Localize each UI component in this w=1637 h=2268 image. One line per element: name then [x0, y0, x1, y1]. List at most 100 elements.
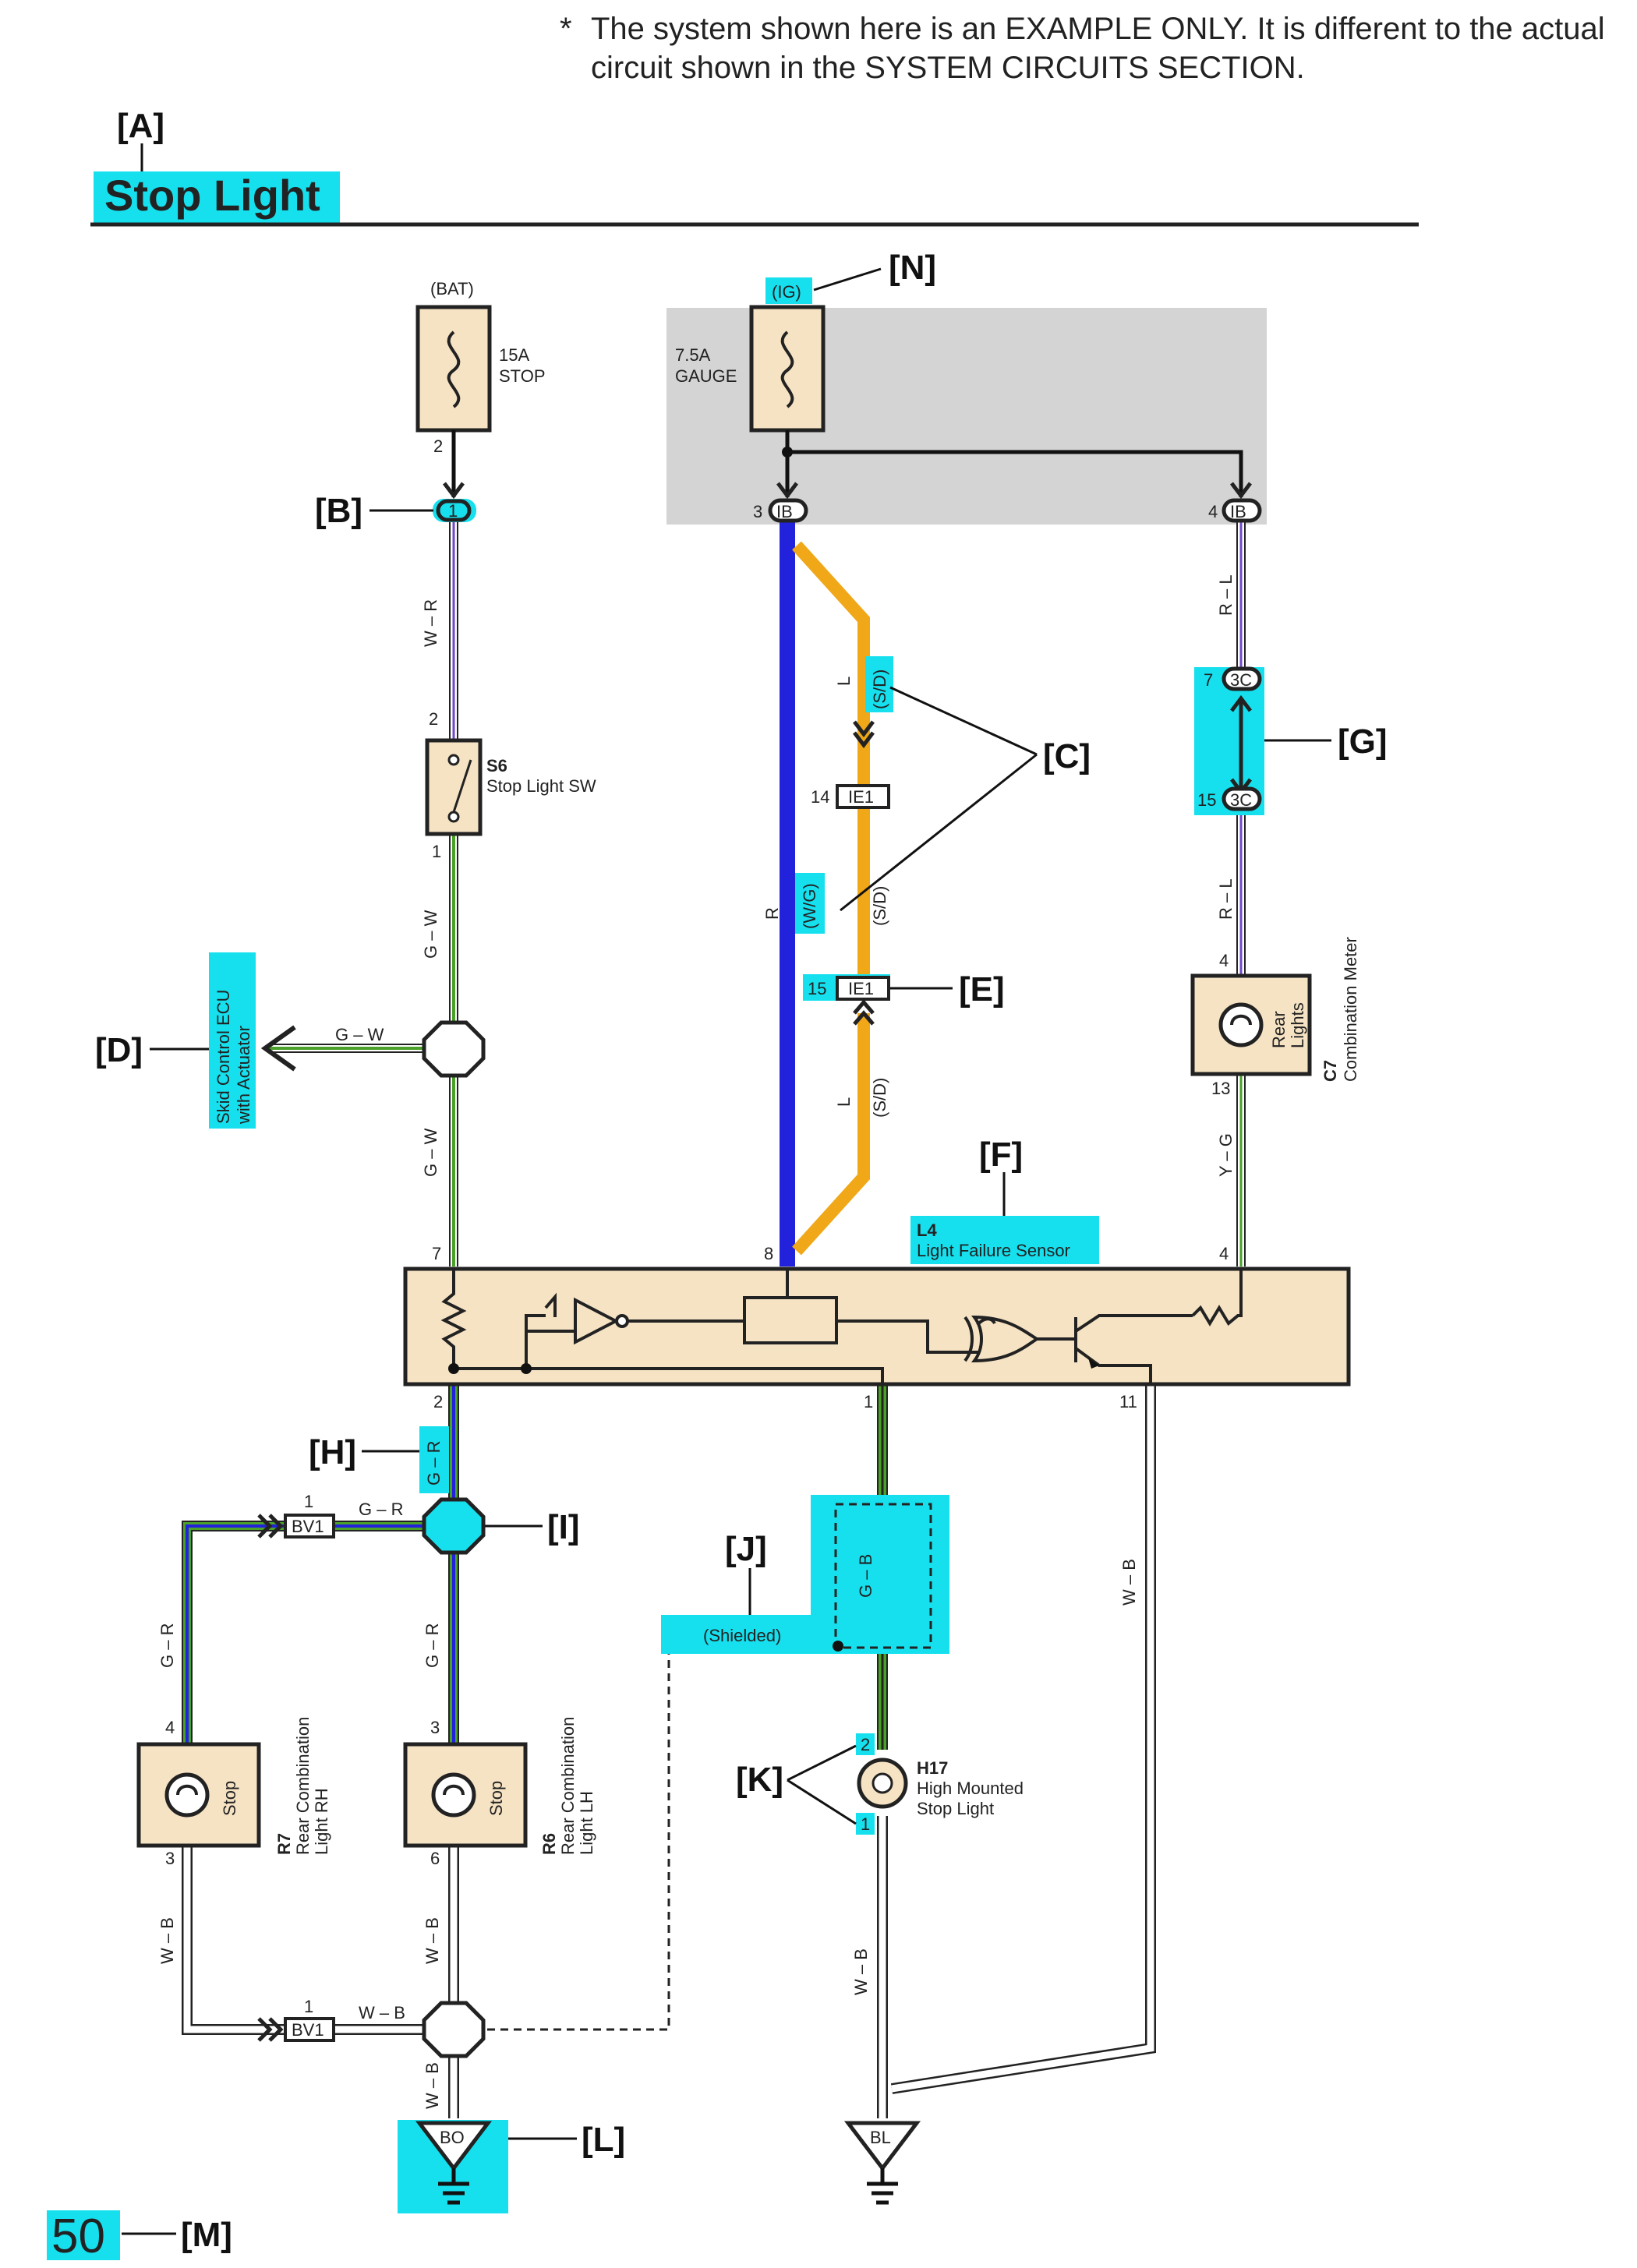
callout-n-leader: [813, 267, 882, 291]
skid-ecu-line-2: with Actuator: [234, 1026, 253, 1125]
r6-lamp: [403, 1742, 528, 1848]
label-sd-1: (S/D): [870, 669, 889, 709]
r7-code: R7: [274, 1833, 294, 1855]
callout-h: [H]: [309, 1433, 356, 1471]
junction-i: [422, 1497, 486, 1555]
s6-pin-top: 2: [429, 709, 438, 729]
label-r-l-1: R – L: [1216, 574, 1236, 616]
r7-pin-top: 4: [165, 1718, 175, 1737]
c3-top-label: 3C: [1230, 670, 1252, 690]
h17-pin-bot-highlight: [856, 1813, 875, 1835]
callout-k-leader-2: [787, 1779, 857, 1825]
r7-lamp-label: Stop: [220, 1781, 239, 1816]
r6-lamp-label: Stop: [486, 1781, 506, 1816]
callout-f: [F]: [979, 1136, 1023, 1174]
label-g-w-2: G – W: [421, 1128, 440, 1177]
connector-ib-left: [768, 498, 808, 523]
connector-b-pin: 1: [448, 501, 458, 521]
fuse-stop-rating: 15A: [499, 345, 529, 365]
s6-pin-bot: 1: [432, 842, 441, 861]
ie1-top: [836, 784, 890, 809]
connector-ib-left-pin: 3: [753, 502, 762, 521]
connector-b: [436, 499, 472, 522]
ie1-bot-pin: 15: [808, 979, 826, 998]
fuse-stop-element: [447, 330, 461, 408]
l4-transistor-arrow: [1088, 1358, 1099, 1369]
label-w-b-right: W – B: [1119, 1559, 1139, 1606]
bv1-top-label: BV1: [292, 1517, 324, 1536]
ie1-bot-label: IE1: [848, 979, 874, 998]
r7-name-1: Rear Combination: [293, 1717, 313, 1855]
connector-ib-right-pin: 4: [1208, 502, 1218, 521]
note-line-1: The system shown here is an EXAMPLE ONLY…: [591, 12, 1605, 46]
wire-w-b: [182, 1383, 1156, 2118]
label-y-g: Y – G: [1216, 1133, 1236, 1177]
callout-c-leader-2: [840, 753, 1038, 912]
label-g-r-left: G – R: [157, 1623, 177, 1668]
callout-d: [D]: [95, 1031, 143, 1069]
c7-pin-bot: 13: [1211, 1079, 1230, 1098]
page-number-highlight: [47, 2210, 120, 2260]
fuse-stop-name: STOP: [499, 366, 546, 386]
r6-bulb-filament: [443, 1784, 465, 1796]
fuse-gauge-supply: (IG): [772, 282, 801, 302]
label-g-w-1: G – W: [421, 910, 440, 959]
title-highlight: [94, 171, 340, 223]
label-g-r-mid: G – R: [423, 1623, 442, 1668]
skid-ecu-highlight: [209, 952, 256, 1129]
callout-b: [B]: [315, 492, 362, 530]
label-w-b-left: W – B: [157, 1917, 177, 1964]
junction-ground: [422, 2001, 486, 2058]
callout-n: [N]: [889, 249, 936, 287]
callout-a: [A]: [117, 107, 164, 145]
wg-highlight: [795, 873, 825, 934]
note-line-2: circuit shown in the SYSTEM CIRCUITS SEC…: [591, 51, 1305, 85]
fuse-gauge-arrow-right: [1230, 482, 1252, 500]
sd-1-highlight: [865, 656, 893, 712]
label-r-l-2: R – L: [1216, 878, 1236, 920]
callout-e: [E]: [959, 970, 1005, 1009]
label-l-1: L: [834, 677, 854, 686]
r6-code: R6: [539, 1833, 559, 1855]
l4-pin-8: 8: [764, 1244, 773, 1263]
ground-bo-label: BO: [440, 2128, 465, 2147]
fuse-gauge-name: GAUGE: [675, 366, 737, 386]
bv1-bot-pin: 1: [304, 1997, 313, 2016]
l4-internal-circuit: [440, 1269, 1243, 1384]
l4-name: Light Failure Sensor: [917, 1241, 1070, 1260]
l4-label-highlight: [910, 1216, 1099, 1264]
ig-highlight: [765, 277, 812, 304]
label-w-r: W – R: [421, 599, 440, 647]
label-l-2: L: [834, 1097, 854, 1107]
fuse-gauge-rating: 7.5A: [675, 345, 711, 365]
l4-pin-4: 4: [1219, 1244, 1229, 1263]
bv1-bot-arrow: [257, 2017, 284, 2042]
c3-bot-label: 3C: [1230, 790, 1252, 810]
bv1-top-pin: 1: [304, 1492, 313, 1511]
label-sd-3: (S/D): [870, 1078, 889, 1118]
fuse-gauge-element: [780, 330, 794, 408]
bv1-top: [284, 1514, 335, 1538]
label-g-b: G – B: [856, 1554, 875, 1598]
bv1-bot-label: BV1: [292, 2020, 324, 2040]
s6-name: Stop Light SW: [486, 776, 596, 796]
fuse-stop-supply: (BAT): [430, 279, 474, 299]
h17-pin-top: 2: [861, 1735, 870, 1754]
callout-j: [J]: [725, 1530, 767, 1568]
connector-ib-left-label: IB: [776, 502, 793, 521]
l4-pin-2: 2: [433, 1392, 443, 1411]
label-g-w-branch: G – W: [335, 1025, 384, 1044]
wire-l-sd-bottom: [792, 1013, 870, 1256]
label-w-b-h17: W – B: [851, 1948, 871, 1995]
h17-bulb-icon: [872, 1772, 893, 1794]
r7-bulb-filament: [176, 1784, 198, 1796]
l4-pin-11: 11: [1119, 1392, 1137, 1411]
bv1-top-arrow: [257, 1514, 284, 1538]
fuse-gauge-arrow-left: [776, 482, 798, 500]
wire-g-r: [182, 1383, 459, 1744]
shield-outline: [834, 1503, 932, 1649]
r6-pin-bot: 6: [430, 1849, 440, 1868]
callout-c: [C]: [1043, 737, 1091, 775]
s6-contact-arm: [452, 759, 472, 813]
callout-m: [M]: [181, 2216, 232, 2254]
